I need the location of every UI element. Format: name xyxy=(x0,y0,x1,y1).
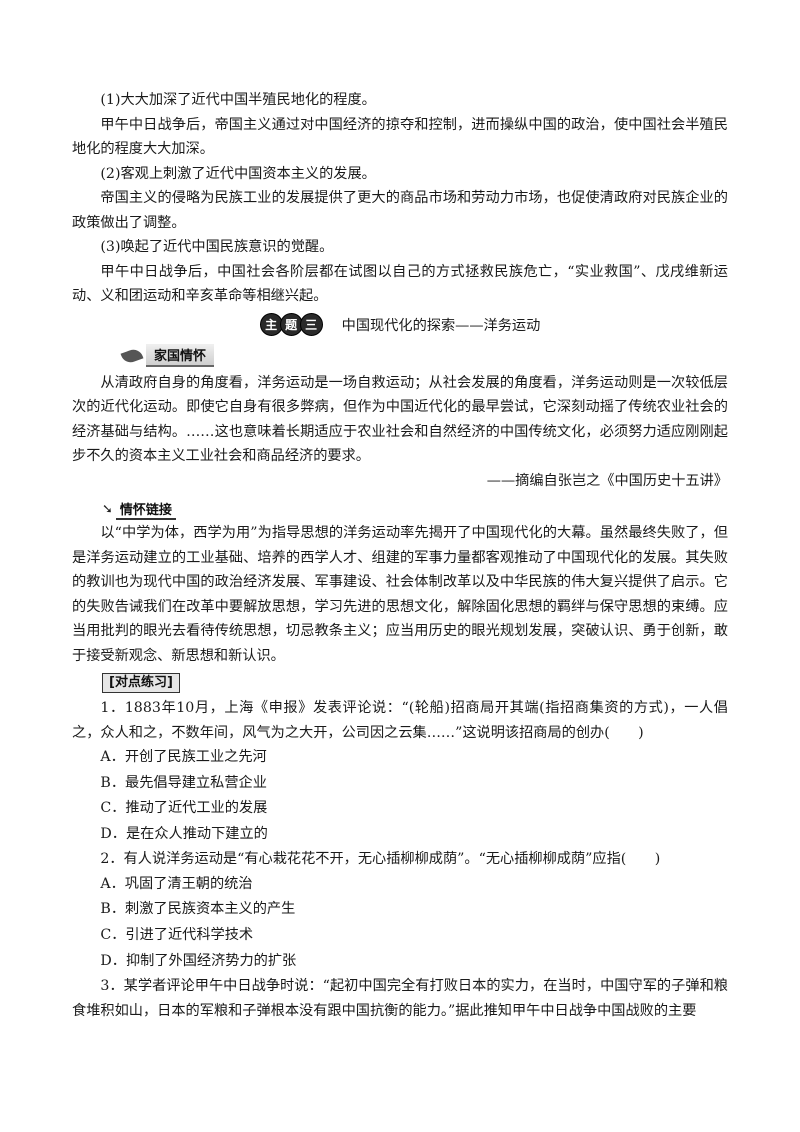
qinghuai-label: 情怀链接 xyxy=(115,499,176,520)
question-1-stem: 1．1883年10月，上海《申报》发表评论说：“(轮船)招商局开其端(指招商集资… xyxy=(72,700,728,741)
arrow-icon: ➘ xyxy=(102,501,113,517)
jiaguo-label: 家国情怀 xyxy=(146,344,215,367)
leaf-icon xyxy=(120,346,144,365)
question-1-option-d: D．是在众人推动下建立的 xyxy=(100,825,268,842)
question-2-stem: 2．有人说洋务运动是“有心栽花花不开，无心插柳柳成荫”。“无心插柳柳成荫”应指(… xyxy=(100,851,661,868)
jiaguo-text: 从清政府自身的角度看，洋务运动是一场自救运动；从社会发展的角度看，洋务运动则是一… xyxy=(72,374,728,465)
effect-2-body: 帝国主义的侵略为民族工业的发展提供了更大的商品市场和劳动力市场，也促使清政府对民… xyxy=(72,190,728,231)
qinghuai-heading: ➘ 情怀链接 xyxy=(102,499,728,520)
badge-char: 题 xyxy=(279,313,303,336)
question-1-option-a: A．开创了民族工业之先河 xyxy=(100,749,267,765)
jiaguo-source: ——摘编自张岂之《中国历史十五讲》 xyxy=(486,472,728,489)
topic-heading: 主 题 三 中国现代化的探索——洋务运动 xyxy=(72,313,728,337)
effect-3-body: 甲午中日战争后，中国社会各阶层都在试图以自己的方式拯救民族危亡，“实业救国”、戊… xyxy=(72,263,728,305)
page-content: (1)大大加深了近代中国半殖民地化的程度。 甲午中日战争后，帝国主义通过对中国经… xyxy=(72,88,728,1023)
question-1-option-b: B．最先倡导建立私营企业 xyxy=(100,774,267,791)
practice-heading: [对点练习] xyxy=(102,672,728,694)
topic-badge: 主 题 三 xyxy=(259,313,323,336)
effect-1-body: 甲午中日战争后，帝国主义通过对中国经济的掠夺和控制，进而操纵中国的政治，使中国社… xyxy=(72,116,728,158)
question-2-option-b: B．刺激了民族资本主义的产生 xyxy=(100,901,296,918)
effect-2-heading: (2)客观上刺激了近代中国资本主义的发展。 xyxy=(100,165,376,182)
practice-label: [对点练习] xyxy=(102,673,180,693)
badge-char: 三 xyxy=(299,313,323,336)
topic-title: 中国现代化的探索——洋务运动 xyxy=(341,317,541,334)
question-2-option-d: D．抑制了外国经济势力的扩张 xyxy=(100,952,297,969)
question-2-option-a: A．巩固了清王朝的统治 xyxy=(100,875,253,892)
question-2-option-c: C．引进了近代科学技术 xyxy=(100,927,254,944)
question-3-stem: 3．某学者评论甲午中日战争时说：“起初中国完全有打败日本的实力，在当时，中国守军… xyxy=(72,978,728,1019)
effect-3-heading: (3)唤起了近代中国民族意识的觉醒。 xyxy=(100,239,334,255)
question-1-option-c: C．推动了近代工业的发展 xyxy=(100,800,268,817)
effect-1-heading: (1)大大加深了近代中国半殖民地化的程度。 xyxy=(100,92,376,108)
qinghuai-text: 以“中学为体，西学为用”为指导思想的洋务运动率先揭开了中国现代化的大幕。虽然最终… xyxy=(72,525,728,664)
jiaguo-heading: 家国情怀 xyxy=(120,344,728,367)
